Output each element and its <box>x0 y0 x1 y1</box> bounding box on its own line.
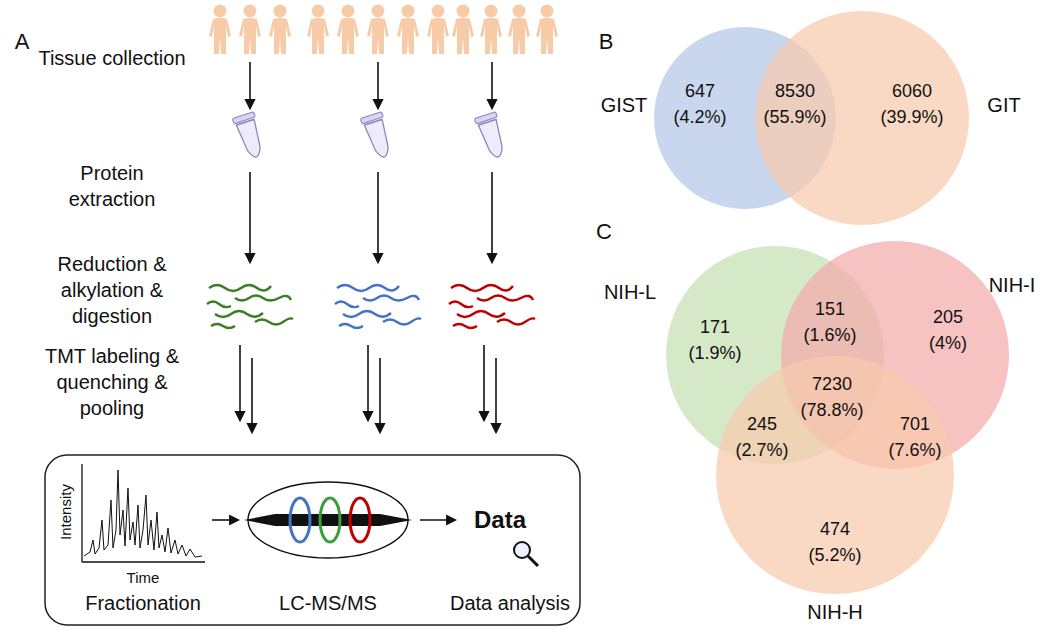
step-label: Tissue collection <box>37 45 187 71</box>
percent-value: (4.2%) <box>673 106 726 129</box>
step-label: Protein extraction <box>37 160 187 212</box>
percent-value: (2.7%) <box>735 439 788 462</box>
panel-letter: B <box>599 28 614 57</box>
panel-letter: C <box>596 218 612 247</box>
count-value: 474 <box>820 518 850 541</box>
count-value: 701 <box>900 413 930 436</box>
flow-arrow <box>420 519 455 521</box>
flow-arrow <box>212 519 238 521</box>
percent-value: (1.6%) <box>803 324 856 347</box>
data-word: Data <box>474 504 526 535</box>
flow-arrows <box>240 62 496 432</box>
patient-group <box>209 5 291 55</box>
analysis-box <box>45 455 580 625</box>
percent-value: (7.6%) <box>888 439 941 462</box>
patient-group <box>452 5 558 55</box>
percent-value: (1.9%) <box>688 342 741 365</box>
sample-tube <box>232 112 509 161</box>
percent-value: (4%) <box>929 332 967 355</box>
count-value: 171 <box>700 316 730 339</box>
axis-label: Time <box>127 568 160 588</box>
set-name: GIT <box>987 94 1020 117</box>
peptide-squiggles <box>207 285 535 328</box>
set-name: NIH-H <box>807 601 863 624</box>
step-label: Reduction & alkylation & digestion <box>37 251 187 329</box>
step-label: Data analysis <box>450 590 570 616</box>
set-name: GIST <box>601 94 648 117</box>
chromatogram <box>82 464 205 562</box>
magnifier-icon <box>514 542 538 566</box>
count-value: 151 <box>815 298 845 321</box>
percent-value: (39.9%) <box>880 106 943 129</box>
step-label: LC-MS/MS <box>279 590 377 616</box>
axis-label: Intensity <box>56 484 76 540</box>
count-value: 205 <box>933 306 963 329</box>
panel-letter: A <box>15 28 30 57</box>
step-label: TMT labeling & quenching & pooling <box>37 343 187 421</box>
mass-spectrometer <box>244 482 412 558</box>
patient-group <box>307 5 449 55</box>
set-name: NIH-I <box>989 274 1036 297</box>
count-value: 647 <box>685 80 715 103</box>
set-name: NIH-L <box>604 281 656 304</box>
percent-value: (55.9%) <box>763 106 826 129</box>
count-value: 7230 <box>812 373 852 396</box>
count-value: 6060 <box>892 80 932 103</box>
step-label: Fractionation <box>85 590 201 616</box>
percent-value: (5.2%) <box>808 544 861 567</box>
count-value: 8530 <box>775 80 815 103</box>
count-value: 245 <box>747 413 777 436</box>
percent-value: (78.8%) <box>800 399 863 422</box>
